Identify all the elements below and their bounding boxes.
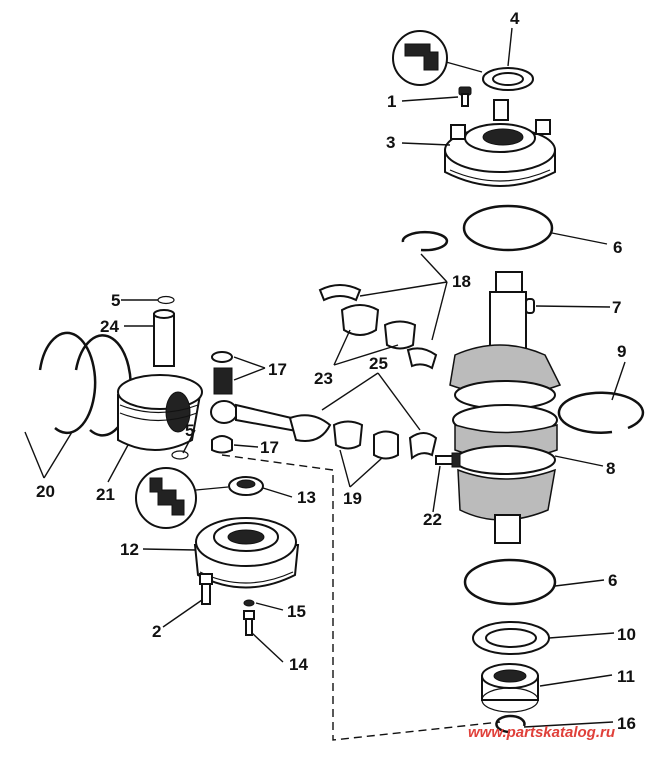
callout-24: 22 (423, 510, 442, 529)
part-25-bearing-cage (318, 284, 438, 370)
connecting-rod (210, 400, 332, 442)
part-6-oring-bottom (463, 558, 557, 606)
part-24-screw (435, 452, 461, 468)
callout-18: 18 (452, 272, 471, 291)
part-4-seal (482, 67, 534, 91)
part-5-clip-top (157, 295, 175, 305)
inset-detail-top (392, 30, 483, 86)
part-21-piston (117, 374, 203, 451)
callout-8: 8 (606, 459, 615, 478)
callout-17-bottom: 17 (260, 438, 279, 457)
part-13-seal (228, 476, 264, 496)
callout-6-top: 6 (613, 238, 622, 257)
alignment-dashed-line (221, 454, 501, 741)
callout-7: 7 (612, 298, 621, 317)
part-7-key (525, 298, 535, 314)
callout-10: 10 (617, 625, 636, 644)
callout-15: 15 (287, 602, 306, 621)
callout-9: 9 (617, 342, 626, 361)
callout-22: 24 (100, 317, 119, 336)
inset-detail-bottom (135, 467, 229, 529)
watermark-text: www.partskatalog.ru (468, 724, 615, 741)
part-18-retainer-ring (401, 230, 449, 252)
callout-5-top: 5 (111, 291, 120, 310)
callout-23: 25 (369, 354, 388, 373)
part-11-bearing (481, 663, 539, 713)
callout-20: 20 (36, 482, 55, 501)
callout-6-bottom: 6 (608, 571, 617, 590)
part-3-housing (444, 99, 556, 187)
part-15-washer (243, 599, 255, 607)
part-2-screw (199, 573, 213, 605)
callout-19: 19 (343, 489, 362, 508)
part-14-screw (243, 610, 255, 636)
callout-2: 2 (152, 622, 161, 641)
callout-11: 11 (617, 667, 635, 686)
part-10-seal (472, 621, 550, 655)
callout-3: 3 (386, 133, 395, 152)
callout-13: 13 (297, 488, 316, 507)
callout-16: 16 (617, 714, 636, 733)
part-8-crankshaft (449, 271, 562, 544)
part-12-housing (193, 517, 300, 589)
part-22-piston-pin (153, 309, 175, 367)
callout-1: 1 (387, 92, 396, 111)
callout-numbers: 4 1 3 6 18 5 7 24 9 25 17 23 5 17 8 20 2… (36, 9, 636, 733)
leader-lines (24, 27, 626, 728)
part-16-retainer (495, 714, 526, 734)
part-5-clip-bottom (171, 450, 189, 460)
part-17-bearings (211, 351, 233, 454)
callout-5-bottom: 5 (185, 421, 194, 440)
callout-12: 12 (120, 540, 139, 559)
part-19-bearing-cage (332, 420, 438, 460)
callout-17-top: 17 (268, 360, 287, 379)
part-6-oring-top (462, 204, 554, 252)
callout-21: 21 (96, 485, 115, 504)
part-1-screw (458, 86, 472, 107)
part-20-piston-rings (38, 331, 132, 437)
part-9-snap-ring (557, 391, 645, 434)
callout-25: 23 (314, 369, 333, 388)
callout-14: 14 (289, 655, 308, 674)
callout-4: 4 (510, 9, 520, 28)
